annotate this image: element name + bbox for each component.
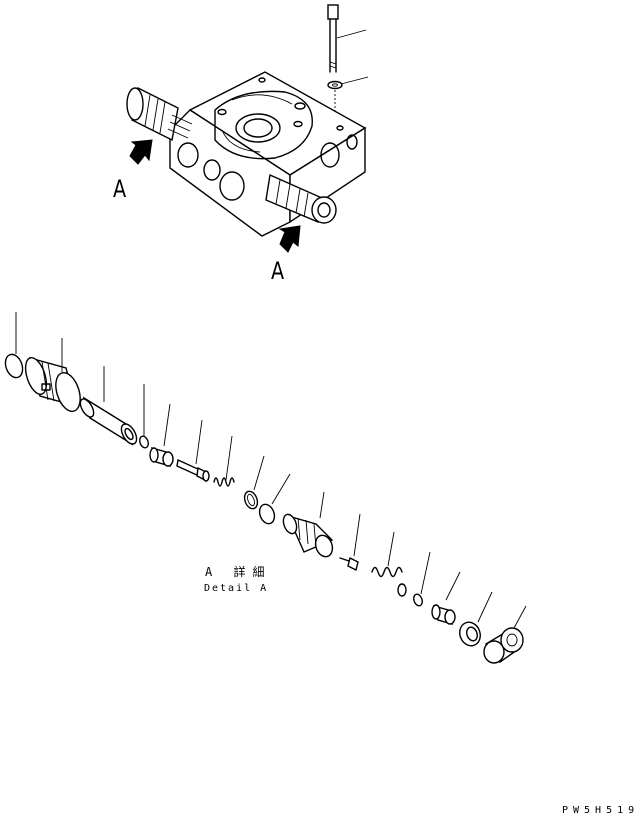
- spring-small: [213, 435, 235, 487]
- bushing: [149, 403, 174, 468]
- drawing-code: PW5H519: [562, 805, 639, 816]
- view-arrow-left: [129, 139, 153, 165]
- leader-line-washer: [340, 76, 369, 85]
- exploded-parts: [4, 312, 527, 664]
- end-cap: [483, 605, 527, 664]
- washer: [327, 80, 343, 90]
- view-a-label-bottom: A: [271, 257, 285, 285]
- spring-large: [371, 531, 407, 597]
- lock-nut: [459, 591, 493, 647]
- mounting-bolt: [327, 4, 339, 73]
- o-ring-large: [4, 353, 24, 379]
- backup-ring: [243, 490, 259, 510]
- valve-seat: [431, 571, 461, 626]
- detail-title-jp: A 詳細: [205, 565, 272, 579]
- valve-plug: [282, 491, 334, 558]
- spool-tube: [79, 366, 138, 446]
- seal-disc: [258, 503, 276, 525]
- left-spool-cap: [126, 86, 193, 142]
- valve-assembly: [126, 4, 369, 253]
- exploded-parts-diagram: [4, 4, 527, 664]
- o-ring-tiny: [413, 593, 423, 607]
- sleeve-nut: [24, 338, 81, 413]
- leader-line-bolt: [336, 29, 367, 39]
- o-ring-small: [139, 435, 149, 449]
- poppet: [339, 513, 361, 572]
- view-a-label-left: A: [113, 175, 127, 203]
- piston-rod: [176, 419, 210, 482]
- detail-title-en: Detail A: [204, 583, 269, 594]
- right-spool-cap: [265, 173, 337, 224]
- valve-body: [169, 71, 367, 237]
- view-arrow-bottom: [278, 225, 301, 253]
